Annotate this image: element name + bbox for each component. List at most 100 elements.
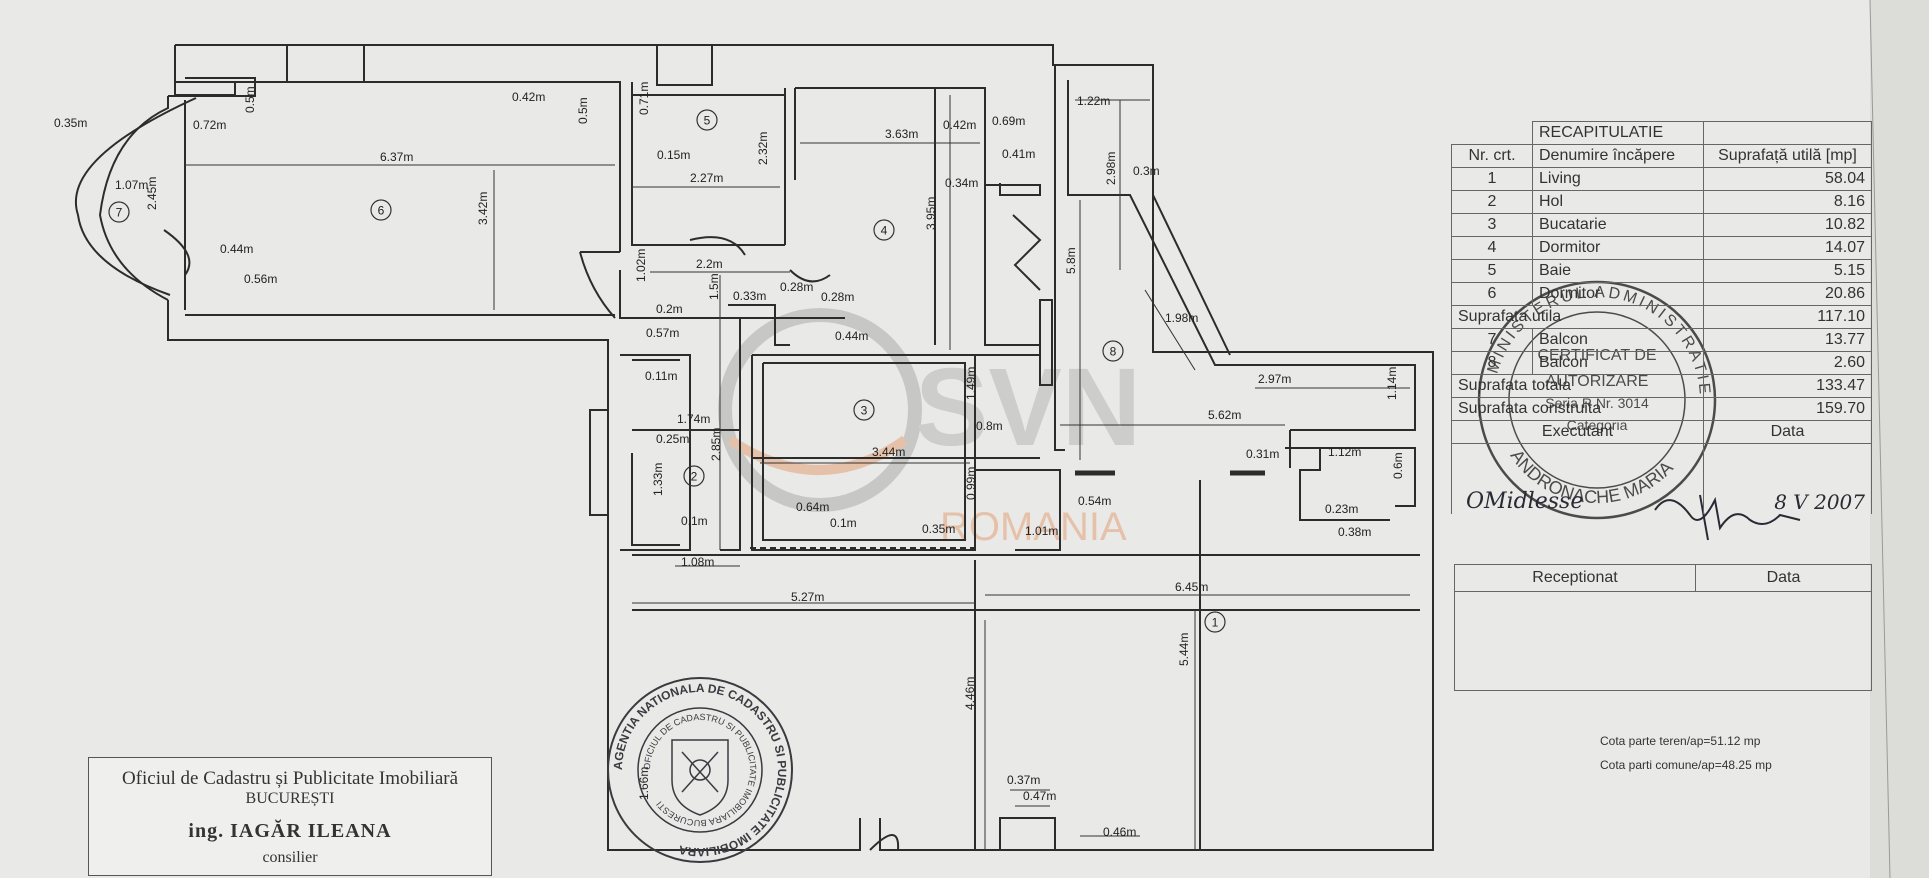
row-name: Bucatarie: [1532, 213, 1704, 237]
office-name: Oficiul de Cadastru și Publicitate Imobi…: [121, 768, 459, 789]
dimension-label: 0.25m: [656, 432, 689, 446]
recapitulatie-table: RECAPITULATIE Nr. crt. Denumire încăpere…: [1451, 121, 1872, 514]
row-area: 14.07: [1703, 236, 1872, 260]
total-value: 159.70: [1703, 397, 1872, 421]
row-name: Hol: [1532, 190, 1704, 214]
dimension-label: 0.64m: [796, 500, 829, 514]
room-number: 3: [861, 404, 868, 418]
dimension-label: 5.62m: [1208, 408, 1241, 422]
room-number: 5: [704, 114, 711, 128]
recap-header-area: Suprafață utilă [mp]: [1703, 144, 1872, 168]
row-area: 10.82: [1703, 213, 1872, 237]
total-label: Suprafata totala: [1451, 374, 1704, 398]
row-nr: 2: [1451, 190, 1533, 214]
dimension-label: 3.44m: [872, 445, 905, 459]
dimension-label: 0.99m: [964, 467, 978, 500]
row-area: 2.60: [1703, 351, 1872, 375]
dimension-label: 0.3m: [1133, 164, 1160, 178]
room-number-marker: 2: [683, 465, 705, 487]
dimension-label: 0.35m: [922, 522, 955, 536]
row-name: Baie: [1532, 259, 1704, 283]
recap-title: RECAPITULATIE: [1532, 121, 1704, 145]
room-markers: 1 2 3 4 5 6 7 8: [108, 109, 1226, 633]
dimension-label: 6.37m: [380, 150, 413, 164]
dimension-label: 0.34m: [945, 176, 978, 190]
row-nr: 6: [1451, 282, 1533, 306]
room-number: 8: [1110, 345, 1117, 359]
dimension-label: 2.2m: [696, 257, 723, 271]
total-value: 133.47: [1703, 374, 1872, 398]
cadastral-office-stamp: Oficiul de Cadastru și Publicitate Imobi…: [88, 757, 492, 876]
recap-header-nr: Nr. crt.: [1451, 144, 1533, 168]
dimension-label: 0.1m: [830, 516, 857, 530]
row-nr: 3: [1451, 213, 1533, 237]
dimension-label: 0.46m: [1103, 825, 1136, 839]
dimension-label: 0.47m: [1023, 789, 1056, 803]
watermark-country: ROMANIA: [940, 505, 1127, 549]
executant-signature: OMidlesse: [1451, 443, 1704, 514]
dimension-label: 0.1m: [681, 514, 708, 528]
receptionat-label: Receptionat: [1454, 564, 1696, 592]
officer-name: ing. IAGĂR ILEANA: [188, 820, 392, 842]
room-number-marker: 7: [108, 201, 130, 223]
dimension-label: 1.98m: [1165, 311, 1198, 325]
dimension-label: 0.35m: [54, 116, 87, 130]
room-number: 7: [116, 206, 123, 220]
total-value: 117.10: [1703, 305, 1872, 329]
room-number-marker: 4: [873, 219, 895, 241]
dimension-label: 0.37m: [1007, 773, 1040, 787]
dimension-label: 0.33m: [733, 289, 766, 303]
room-number: 2: [691, 470, 698, 484]
row-name: Dormitor: [1532, 236, 1704, 260]
dimension-label: 0.2m: [656, 302, 683, 316]
dimension-label: 0.5m: [576, 97, 590, 124]
row-name: Balcon: [1532, 328, 1704, 352]
dimension-label: 1.07m: [115, 178, 148, 192]
quota-land: Cota parte teren/ap=51.12 mp: [1600, 734, 1761, 748]
total-label: Suprafata utila: [1451, 305, 1704, 329]
room-number-marker: 5: [696, 109, 718, 131]
row-nr: 4: [1451, 236, 1533, 260]
dimension-label: 0.56m: [244, 272, 277, 286]
dimension-label: 3.95m: [924, 197, 938, 230]
room-number-marker: 8: [1102, 340, 1124, 362]
dimension-label: 0.44m: [220, 242, 253, 256]
officer-role: consilier: [262, 849, 318, 866]
dimension-label: 1.01m: [1025, 524, 1058, 538]
row-nr: 5: [1451, 259, 1533, 283]
row-area: 20.86: [1703, 282, 1872, 306]
row-nr: 1: [1451, 167, 1533, 191]
quota-notes: Cota parte teren/ap=51.12 mp Cota parti …: [1600, 729, 1772, 777]
handwritten-date: 8 V 2007: [1703, 443, 1872, 514]
dimension-label: 0.44m: [835, 329, 868, 343]
dimension-label: 0.15m: [657, 148, 690, 162]
room-number: 6: [378, 204, 385, 218]
watermark: SVN ROMANIA: [718, 308, 1141, 549]
watermark-brand: SVN: [915, 346, 1141, 469]
dimension-label: 0.41m: [1002, 147, 1035, 161]
dimension-label: 1.74m: [677, 412, 710, 426]
dimension-label: 0.57m: [646, 326, 679, 340]
room-number: 1: [1212, 616, 1219, 630]
dimension-label: 2.27m: [690, 171, 723, 185]
dimension-label: 5.44m: [1177, 633, 1191, 666]
dimension-label: 0.42m: [943, 118, 976, 132]
executant-date-label: Data: [1703, 420, 1872, 444]
row-area: 5.15: [1703, 259, 1872, 283]
dimension-label: 0.5m: [243, 86, 257, 113]
dimension-label: 0.69m: [992, 114, 1025, 128]
dimension-label: 5.27m: [791, 590, 824, 604]
executant-label: Executant: [1451, 420, 1704, 444]
